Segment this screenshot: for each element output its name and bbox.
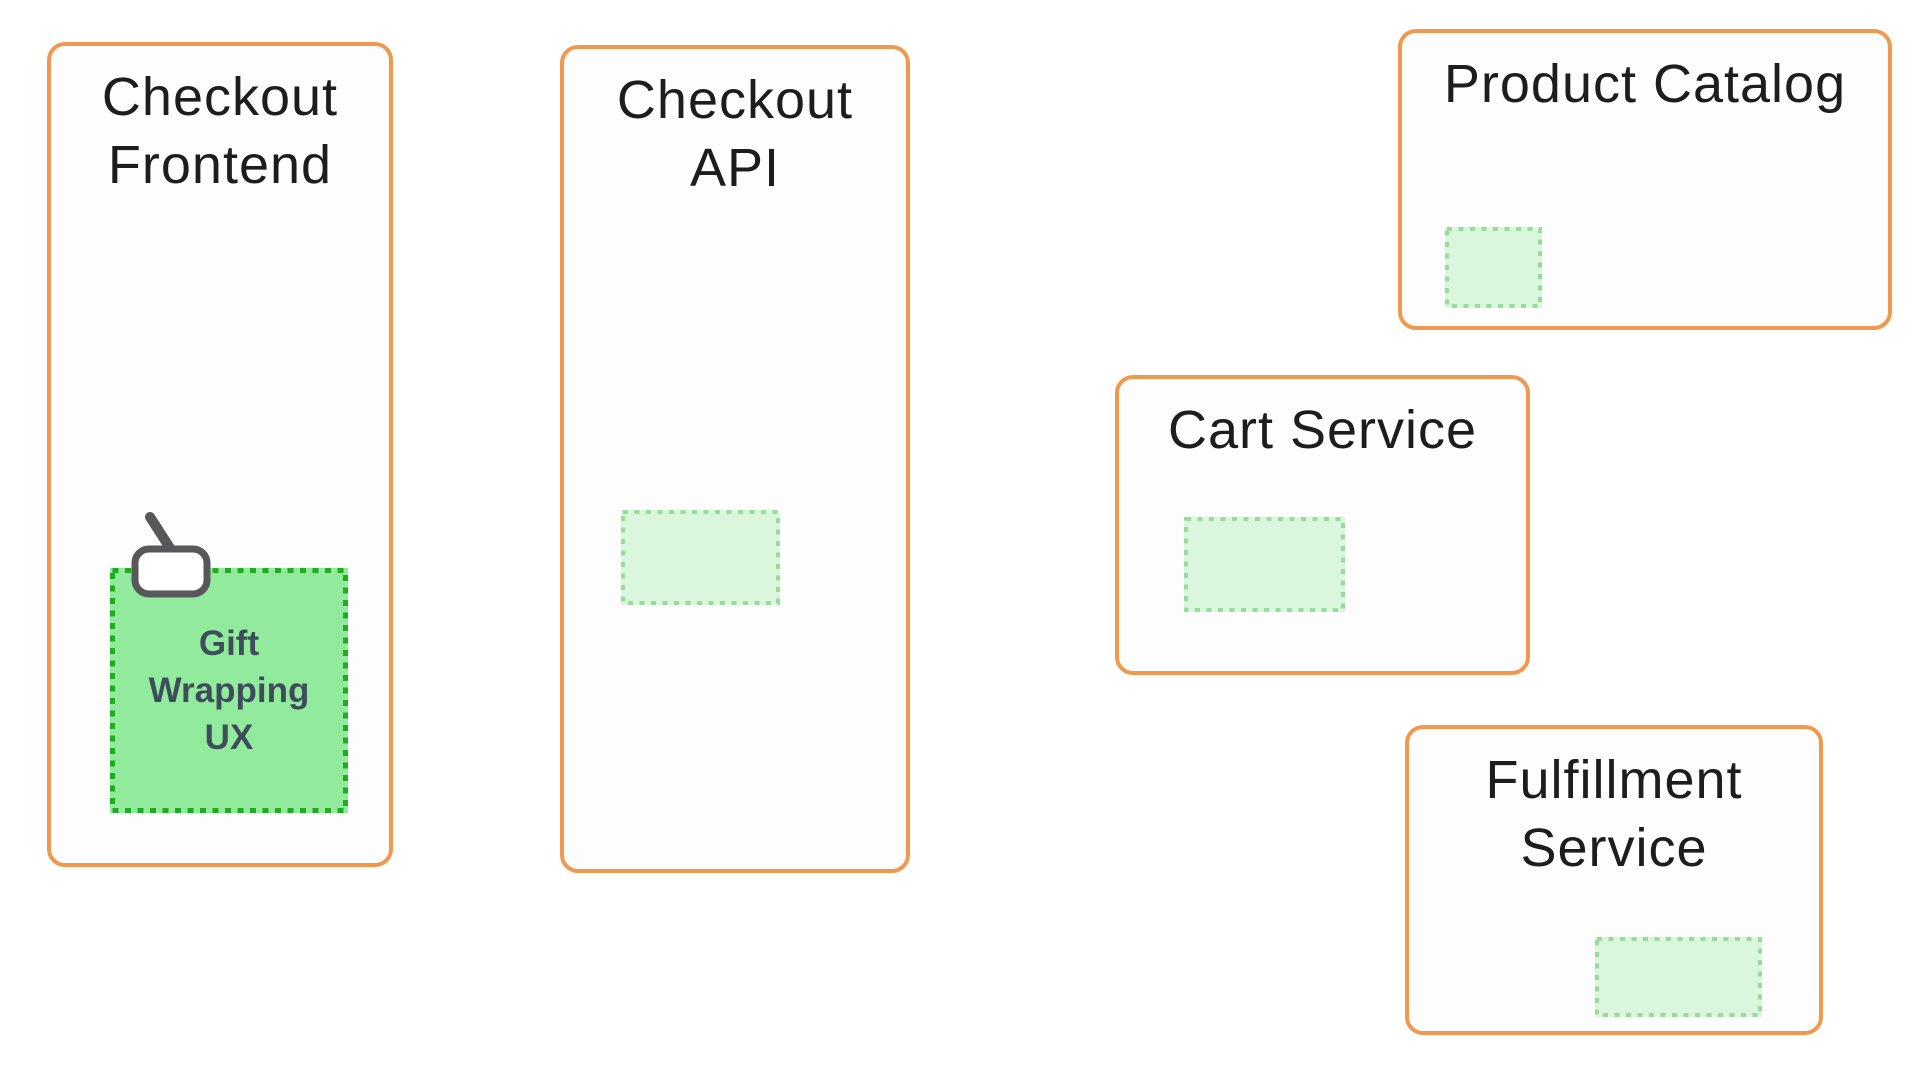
dashed-border	[621, 510, 780, 605]
chip-placeholder-checkout-api[interactable]	[621, 510, 780, 605]
chip-label: Gift Wrapping UX	[148, 624, 310, 757]
card-checkout-api[interactable]: Checkout API	[560, 45, 910, 873]
card-checkout-frontend[interactable]: Checkout Frontend Gift Wrapping UX	[47, 42, 393, 867]
card-fulfillment-service[interactable]: Fulfillment Service	[1405, 725, 1823, 1035]
chip-placeholder-cart-service[interactable]	[1184, 517, 1345, 612]
chip-placeholder-product-catalog[interactable]	[1445, 227, 1542, 308]
card-title: Product Catalog	[1443, 54, 1847, 114]
chip-gift-wrapping-ux[interactable]: Gift Wrapping UX	[110, 568, 348, 813]
card-product-catalog[interactable]: Product Catalog	[1398, 29, 1892, 330]
dashed-border	[1595, 937, 1762, 1017]
card-title: Fulfillment Service	[1485, 750, 1743, 878]
card-title: Checkout Frontend	[101, 67, 339, 195]
dashed-border	[1184, 517, 1345, 612]
dashed-border	[1445, 227, 1542, 308]
chip-placeholder-fulfillment-service[interactable]	[1595, 937, 1762, 1017]
stamp-icon	[131, 512, 211, 598]
card-cart-service[interactable]: Cart Service	[1115, 375, 1530, 675]
card-title: Cart Service	[1167, 400, 1478, 460]
card-title: Checkout API	[616, 70, 854, 198]
